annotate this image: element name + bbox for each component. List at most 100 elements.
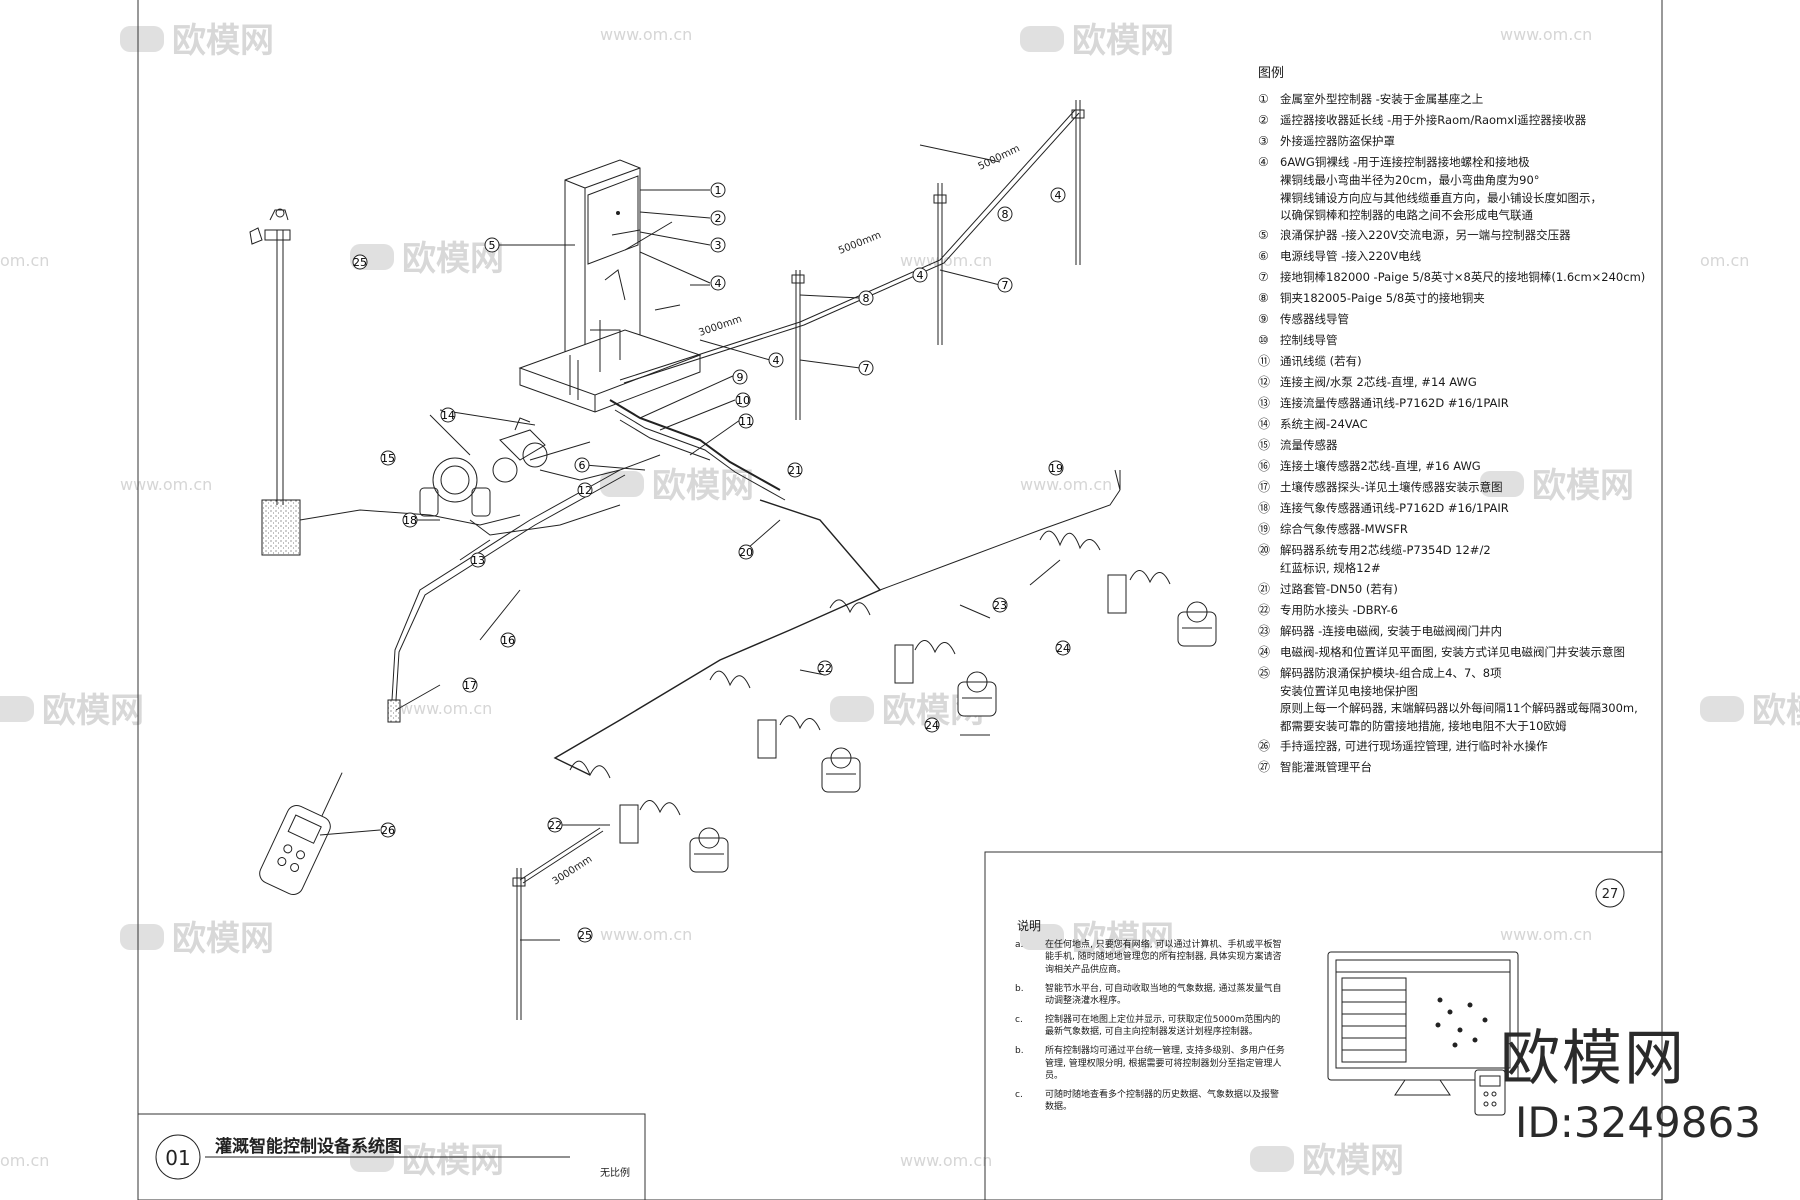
legend-item: ⑮ 流量传感器 [1258, 438, 1678, 453]
legend-item-text: 智能灌溉管理平台 [1280, 759, 1372, 774]
svg-text:24: 24 [925, 719, 939, 732]
svg-text:11: 11 [739, 415, 753, 428]
svg-text:7: 7 [1002, 279, 1009, 292]
callout-bubble: 4 [912, 267, 928, 283]
drawing-title: 灌溉智能控制设备系统图 [215, 1136, 402, 1157]
callout-bubble: 22 [547, 817, 563, 833]
svg-text:24: 24 [1056, 642, 1070, 655]
svg-text:23: 23 [993, 599, 1007, 612]
note-item-text: 可随时随地查看多个控制器的历史数据、气象数据以及报警数据。 [1045, 1089, 1280, 1113]
svg-text:27: 27 [1602, 887, 1619, 902]
svg-text:25: 25 [353, 256, 367, 269]
svg-text:12: 12 [578, 484, 592, 497]
legend-item: ⑰ 土壤传感器探头-详见土壤传感器安装示意图 [1258, 480, 1678, 495]
svg-text:4: 4 [773, 354, 780, 367]
legend-item-text: 接地铜棒182000 -Paige 5/8英寸×8英尺的接地铜棒(1.6cm×2… [1280, 270, 1646, 285]
solenoid-valve [689, 827, 729, 873]
legend-item-number: ⑫ [1258, 375, 1271, 390]
watermark-url: www.om.cn [1500, 25, 1592, 44]
callout-bubble: 26 [380, 822, 396, 838]
legend-item-number: ⑮ [1258, 438, 1271, 453]
brand-overlay-text: 欧模网 [1500, 1024, 1686, 1094]
svg-text:21: 21 [788, 464, 802, 477]
note-item: b.智能节水平台, 可自动收取当地的气象数据, 通过蒸发量气自动调整浇灌水程序。 [1015, 983, 1285, 1008]
legend-item-subtext: 裸铜线最小弯曲半径为20cm，最小弯曲角度为90° [1280, 173, 1540, 188]
legend-title: 图例 [1258, 66, 1285, 81]
legend-item-number: ⑤ [1258, 228, 1269, 243]
svg-text:22: 22 [818, 662, 832, 675]
svg-text:8: 8 [1002, 208, 1009, 221]
callout-bubble: 15 [380, 450, 396, 466]
legend-item-text: 土壤传感器探头-详见土壤传感器安装示意图 [1280, 480, 1503, 495]
concrete-pad [518, 329, 702, 413]
controller-cabinet [564, 159, 641, 366]
note-item: b.所有控制器均可通过平台统一管理, 支持多级别、多用户任务管理, 管理权限分明… [1015, 1045, 1285, 1083]
watermark-url: www.om.cn [1500, 925, 1592, 944]
legend-item-text: 电源线导管 -接入220V电线 [1280, 249, 1422, 264]
callout-bubble: 2 [710, 210, 726, 226]
watermark-brand: 欧模网 [1752, 691, 1800, 731]
svg-text:25: 25 [578, 929, 592, 942]
callout-bubble: 20 [738, 544, 754, 560]
svg-text:5: 5 [489, 239, 496, 252]
legend-item-number: ⑪ [1258, 354, 1271, 369]
watermark-url: www.om.cn [900, 1151, 992, 1170]
svg-text:3: 3 [715, 239, 722, 252]
ground-rod [933, 183, 947, 345]
callout-bubble: 23 [992, 597, 1008, 613]
watermark-url: www.om.cn [600, 25, 692, 44]
svg-text:4: 4 [1055, 189, 1062, 202]
legend-item-text: 过路套管-DN50 (若有) [1280, 581, 1398, 596]
callout-bubble: 3 [710, 237, 726, 253]
watermark-url: www.om.cn [120, 475, 212, 494]
callout-bubble: 24 [924, 717, 940, 733]
callout-bubble: 18 [402, 512, 418, 528]
legend-item-text: 金属室外型控制器 -安装于金属基座之上 [1280, 92, 1484, 107]
legend-item-subtext: 安装位置详见电接地保护图 [1280, 683, 1418, 698]
legend-item-text: 连接流量传感器通讯线-P7162D #16/1PAIR [1280, 396, 1509, 411]
callout-bubble: 10 [735, 392, 751, 408]
callout-bubble: 7 [858, 360, 874, 376]
ground-rod [1071, 100, 1085, 265]
legend-item-text: 专用防水接头 -DBRY-6 [1280, 602, 1398, 617]
legend-item-number: ㉗ [1258, 759, 1271, 774]
legend-item-number: ⑰ [1258, 480, 1271, 495]
callout-bubble: 4 [768, 352, 784, 368]
callout-bubble: 24 [1055, 640, 1071, 656]
callout-bubble: 19 [1048, 460, 1064, 476]
callout-bubble: 25 [577, 927, 593, 943]
legend-item-number: ㉖ [1258, 738, 1271, 753]
svg-text:6: 6 [579, 459, 586, 472]
callout-bubble: 25 [352, 254, 368, 270]
decoder-station-3 [709, 670, 861, 793]
legend-item-number: ② [1258, 113, 1269, 128]
watermark-url: om.cn [0, 251, 49, 270]
callout-bubble: 1 [710, 182, 726, 198]
note-item: c. 可随时随地查看多个控制器的历史数据、气象数据以及报警数据。 [1015, 1089, 1285, 1114]
legend-item-text: 综合气象传感器-MWSFR [1280, 522, 1408, 537]
legend-item-text: 6AWG铜裸线 -用于连接控制器接地螺栓和接地极 [1280, 155, 1530, 170]
dimension-label: 5000mm [976, 143, 1021, 173]
note-item-key: c. [1015, 1089, 1023, 1100]
callout-bubble: 4 [1050, 187, 1066, 203]
flow-sensor [419, 457, 491, 517]
legend-item-text: 流量传感器 [1280, 438, 1338, 453]
legend-item-text: 手持遥控器, 可进行现场遥控管理, 进行临时补水操作 [1280, 738, 1548, 753]
dimension-label: 5000mm [837, 230, 883, 257]
legend-item-number: ㉕ [1258, 665, 1271, 680]
legend-item-subtext: 原则上每一个解码器, 末端解码器以外每间隔11个解码器或每隔300m, [1280, 701, 1638, 716]
callout-bubble: 4 [710, 275, 726, 291]
callout-bubble: 21 [787, 462, 803, 478]
svg-text:14: 14 [441, 409, 455, 422]
legend-item-number: ④ [1258, 155, 1269, 170]
